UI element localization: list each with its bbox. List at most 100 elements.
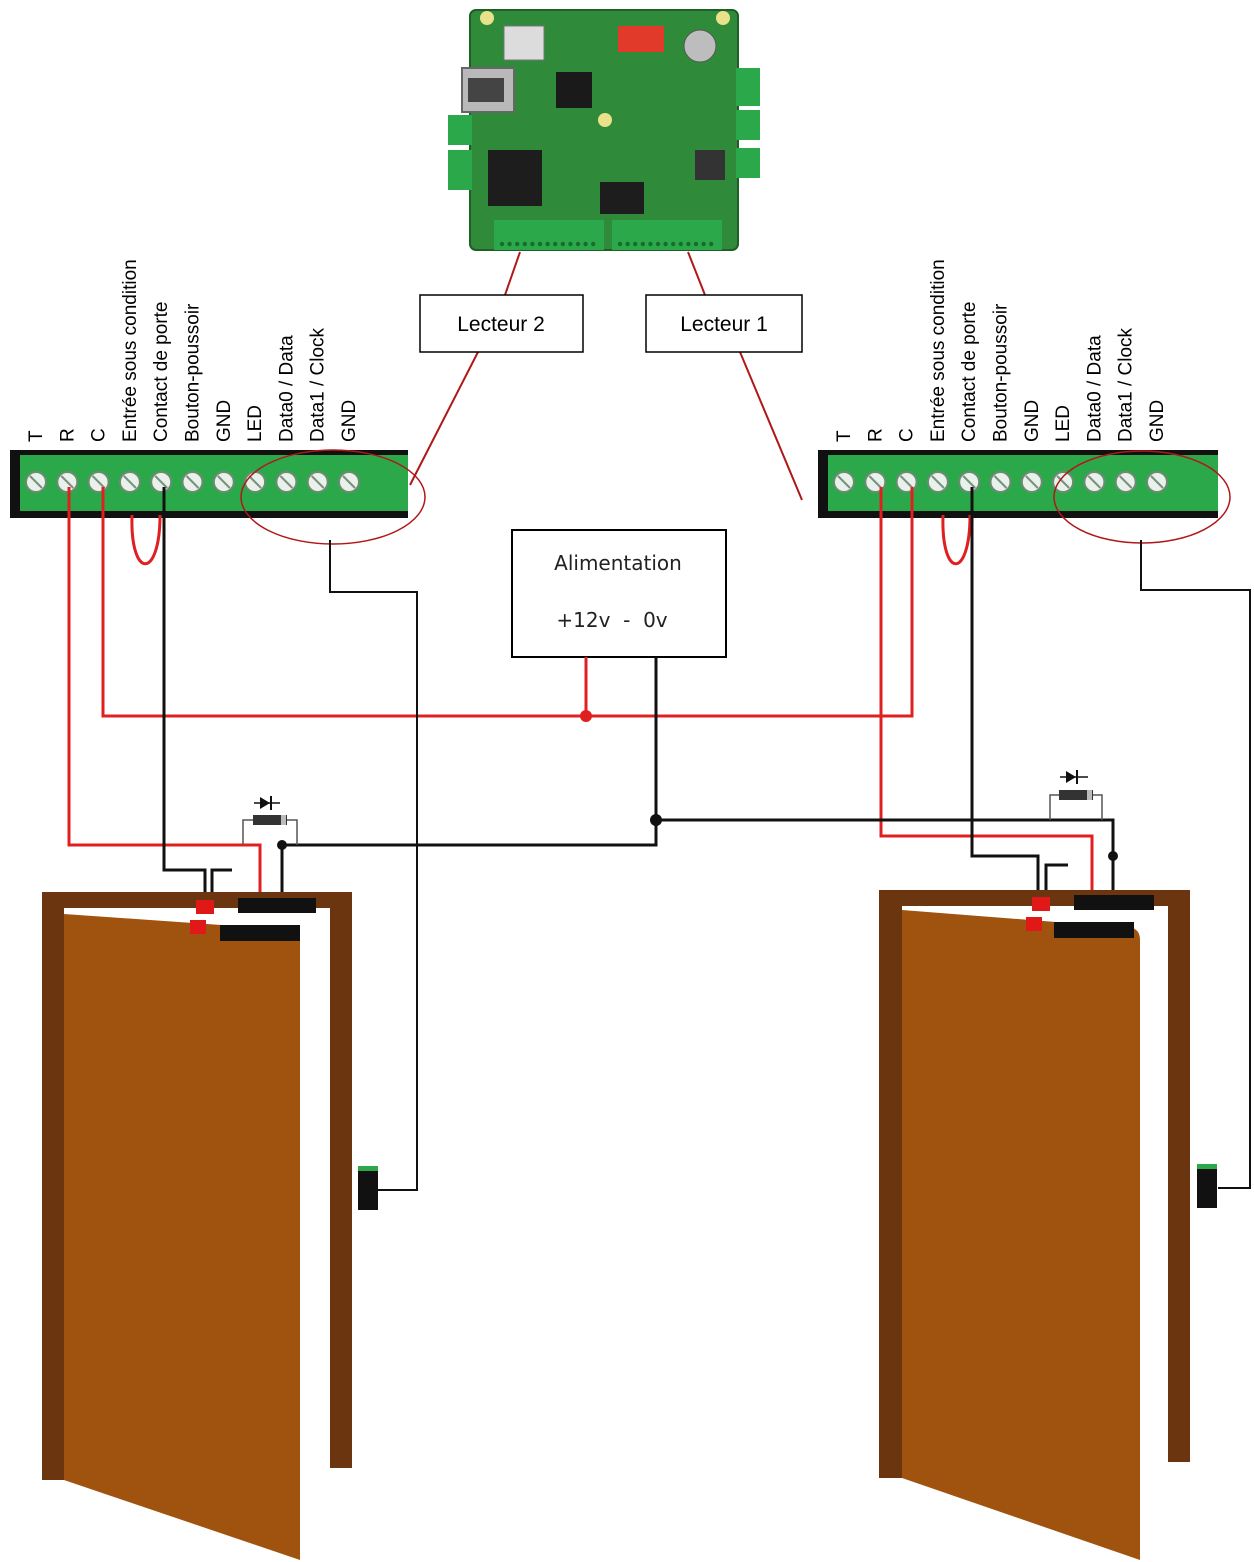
card-reader-right	[1197, 1164, 1217, 1208]
terminal-label-right-5: Bouton-poussoir	[991, 303, 1012, 442]
relay	[600, 182, 644, 214]
terminal-pin	[709, 241, 714, 247]
reader-1-label: Lecteur 1	[680, 313, 768, 336]
wire-door-contact-left	[162, 487, 207, 900]
terminal-pin	[671, 241, 676, 247]
terminal-pin	[530, 241, 535, 247]
terminal-label-right-6: GND	[1022, 400, 1043, 442]
mounting-hole	[480, 11, 494, 25]
door-leaf-right	[902, 910, 1140, 1560]
terminal-label-left-10: GND	[339, 400, 360, 442]
wire-ground-bus	[280, 818, 1115, 892]
terminal-pin	[591, 241, 596, 247]
wire-reader-left	[329, 540, 418, 1191]
terminal-pin	[693, 241, 699, 247]
maglock-armature-right	[1054, 922, 1134, 938]
door-contact-right	[1032, 897, 1050, 911]
terminal-label-right-4: Contact de porte	[959, 302, 980, 442]
terminal-label-right-10: GND	[1147, 400, 1168, 442]
terminal-pin	[499, 241, 505, 247]
door-leaf-left	[64, 914, 300, 1560]
dip-switch	[618, 26, 664, 52]
terminal-pin	[617, 241, 623, 247]
door-contact-left	[196, 900, 214, 914]
terminal-label-right-8: Data0 / Data	[1084, 335, 1105, 442]
terminal-block	[736, 68, 760, 106]
terminal-pin	[583, 241, 588, 247]
diode-right	[1049, 770, 1103, 820]
battery-cell	[683, 29, 717, 63]
inductor	[695, 150, 725, 180]
terminal-label-left-2: C	[89, 428, 110, 442]
terminal-label-right-0: T	[834, 430, 855, 442]
wires	[67, 487, 1251, 1191]
terminal-pin	[633, 241, 638, 247]
terminal-block	[736, 110, 760, 140]
terminal-label-right-7: LED	[1053, 405, 1074, 442]
terminal-pin	[655, 241, 661, 247]
door-right	[879, 890, 1217, 1560]
mounting-hole	[598, 113, 612, 127]
wire-reader-right	[1140, 540, 1251, 1189]
screw-terminals-left	[25, 471, 360, 493]
maglock-armature-left	[220, 925, 300, 941]
terminal-block	[448, 150, 472, 190]
terminal-label-left-6: GND	[214, 400, 235, 442]
terminal-label-left-7: LED	[245, 405, 266, 442]
terminal-strip-left	[10, 449, 426, 545]
terminal-pin	[568, 241, 573, 247]
terminal-pin	[553, 241, 558, 247]
terminal-pin	[507, 241, 512, 247]
terminal-pin	[686, 241, 691, 247]
terminal-pin	[640, 241, 645, 247]
controller-board	[448, 9, 760, 251]
terminal-pin	[701, 241, 706, 247]
mounting-hole	[716, 11, 730, 25]
terminal-pin	[648, 241, 653, 247]
wifi-module	[503, 25, 545, 61]
terminal-pin	[537, 241, 543, 247]
terminal-label-left-5: Bouton-poussoir	[183, 303, 204, 442]
terminal-label-right-2: C	[897, 428, 918, 442]
terminal-pin	[522, 241, 527, 247]
power-supply-box	[511, 529, 727, 658]
junction-ground	[650, 814, 662, 826]
wire-door-contact-right	[970, 487, 1040, 895]
terminal-strip-right	[818, 450, 1231, 544]
reader-callouts: Lecteur 2 Lecteur 1	[409, 251, 803, 501]
reader-1-box	[645, 294, 803, 353]
power-supply: Alimentation +12v - 0v	[511, 529, 727, 658]
maglock-left	[238, 898, 316, 913]
wire-positive-bus	[101, 487, 914, 718]
terminal-pin	[575, 241, 581, 247]
terminal-block	[736, 148, 760, 178]
terminal-label-left-1: R	[57, 428, 78, 442]
power-supply-title: Alimentation	[554, 551, 682, 575]
terminal-pin	[663, 241, 668, 247]
terminal-pins	[499, 241, 714, 247]
terminal-pin	[625, 241, 630, 247]
terminal-label-right-1: R	[865, 428, 886, 442]
terminal-label-left-8: Data0 / Data	[276, 335, 297, 442]
wire-relay-right	[879, 487, 1094, 892]
power-supply-voltage: +12v - 0v	[556, 608, 667, 632]
terminal-label-left-0: T	[26, 430, 47, 442]
relay	[488, 150, 542, 206]
terminal-label-right-9: Data1 / Clock	[1116, 327, 1137, 442]
door-left	[42, 892, 378, 1560]
terminal-label-left-9: Data1 / Clock	[308, 327, 329, 442]
diode-left	[242, 796, 298, 845]
reader-terminal-highlight-left	[240, 449, 426, 545]
terminal-pin	[515, 241, 520, 247]
terminal-pin	[560, 241, 565, 247]
maglock-right	[1074, 895, 1154, 910]
jumper-left	[130, 514, 162, 565]
terminal-label-left-4: Contact de porte	[151, 302, 172, 442]
jumper-right	[941, 514, 972, 565]
reader-2-label: Lecteur 2	[457, 313, 545, 336]
junction-positive	[580, 710, 592, 722]
terminal-pin	[545, 241, 550, 247]
terminal-pin	[678, 241, 683, 247]
